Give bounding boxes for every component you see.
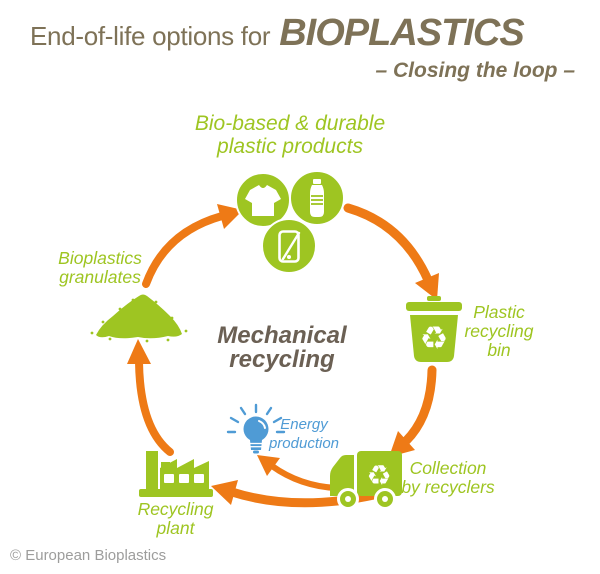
copyright-notice: © European Bioplastics bbox=[10, 547, 167, 564]
page-subtitle: – Closing the loop – bbox=[375, 59, 575, 82]
tshirt-icon bbox=[235, 172, 291, 228]
label-recycling-plant: Recycling plant bbox=[137, 499, 214, 538]
arrow-bin-to-collection bbox=[389, 365, 437, 457]
label-energy-production: Energy production bbox=[268, 416, 340, 452]
arrow-products-to-bin bbox=[343, 203, 439, 300]
arrow-plant-to-granulates bbox=[127, 339, 174, 456]
arrow-collection-to-energy bbox=[257, 455, 339, 491]
label-cycle-center: Mechanical recycling bbox=[217, 322, 347, 373]
tablet-icon bbox=[261, 218, 317, 274]
label-collection: Collection by recyclers bbox=[401, 458, 495, 497]
label-granulates: Bioplastics granulates bbox=[58, 248, 142, 287]
bottle-icon bbox=[289, 170, 345, 226]
recycling-bin-icon: ♻ bbox=[406, 296, 462, 362]
label-recycling-bin: Plastic recycling bin bbox=[464, 302, 534, 360]
recycling-symbol-icon: ♻ bbox=[420, 319, 449, 357]
title-emphasis: BIOPLASTICS bbox=[279, 12, 524, 54]
truck-icon: ♻ bbox=[330, 451, 402, 510]
lightbulb-icon bbox=[226, 403, 286, 454]
label-products: Bio-based & durable plastic products bbox=[194, 112, 386, 158]
title-prefix: End-of-life options for bbox=[30, 21, 271, 51]
granulates-pile-icon bbox=[90, 294, 188, 343]
products-icon-group bbox=[235, 170, 345, 274]
arrow-granulates-to-products bbox=[142, 204, 243, 288]
recycling-symbol-icon: ♻ bbox=[366, 459, 391, 492]
page-title: End-of-life options for BIOPLASTICS bbox=[30, 12, 590, 55]
factory-icon bbox=[139, 451, 213, 497]
